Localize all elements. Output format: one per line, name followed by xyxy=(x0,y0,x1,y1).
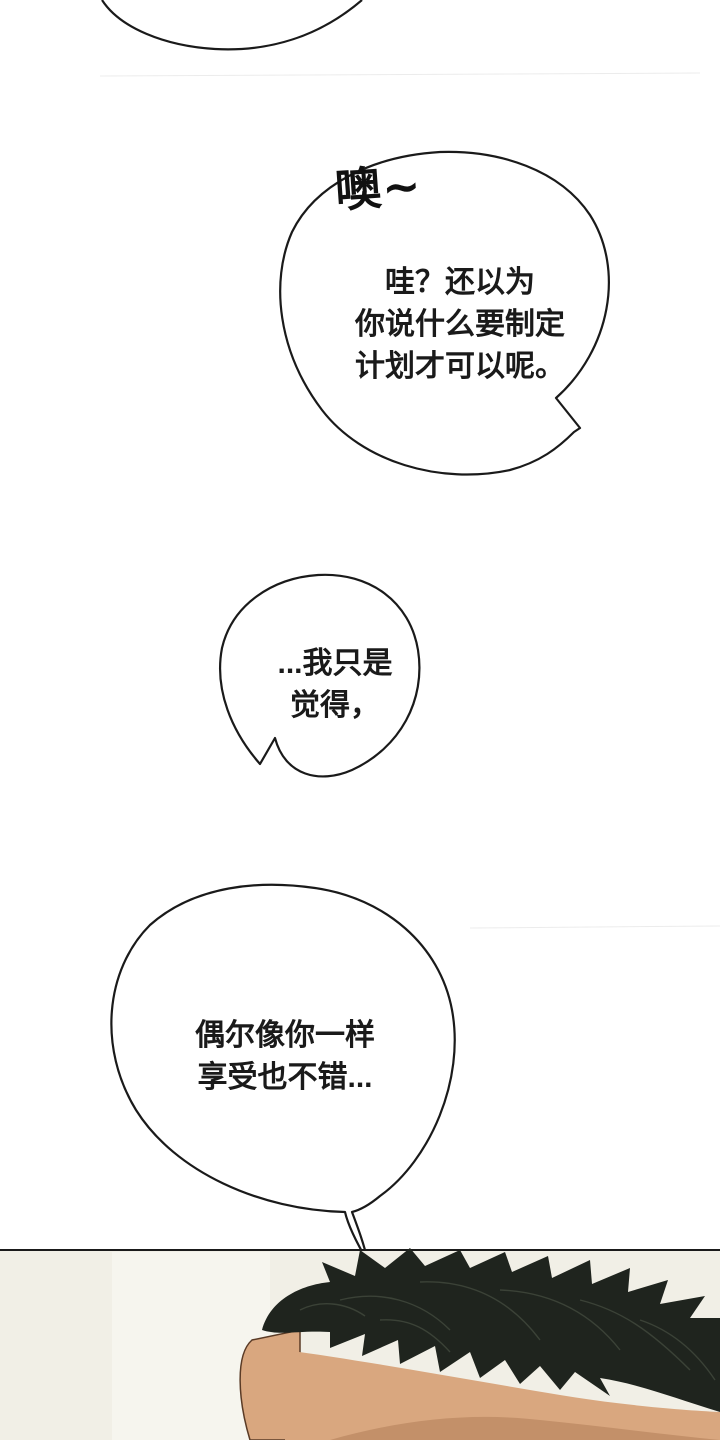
dialogue-line: 偶尔像你一样 xyxy=(195,1019,375,1052)
character-hair xyxy=(262,1248,720,1412)
hair-strands xyxy=(299,1281,716,1381)
speech-bubble-top-partial xyxy=(101,0,363,51)
sound-effect-text: 噢~ xyxy=(333,158,424,218)
speech-bubble-three-text: 偶尔像你一样 享受也不错... xyxy=(160,1015,410,1099)
tone-line xyxy=(99,72,701,77)
dialogue-line: ...我只是 xyxy=(277,647,393,680)
dialogue-line: 哇？还以为 xyxy=(385,266,535,299)
character-brow-shadow xyxy=(330,1416,720,1440)
speech-bubble-two-text: ...我只是 觉得， xyxy=(250,643,420,727)
tone-line xyxy=(469,925,720,929)
character-forehead xyxy=(285,1350,720,1440)
speech-bubble-one xyxy=(279,150,610,476)
dialogue-line: 享受也不错... xyxy=(197,1061,373,1094)
dialogue-line: 觉得， xyxy=(290,689,380,722)
dialogue-line: 你说什么要制定 xyxy=(355,308,565,341)
speech-bubble-three xyxy=(110,883,456,1264)
speech-bubble-two xyxy=(218,573,421,778)
dialogue-line: 计划才可以呢。 xyxy=(355,350,565,383)
speech-bubble-one-text: 哇？还以为 你说什么要制定 计划才可以呢。 xyxy=(330,262,590,388)
